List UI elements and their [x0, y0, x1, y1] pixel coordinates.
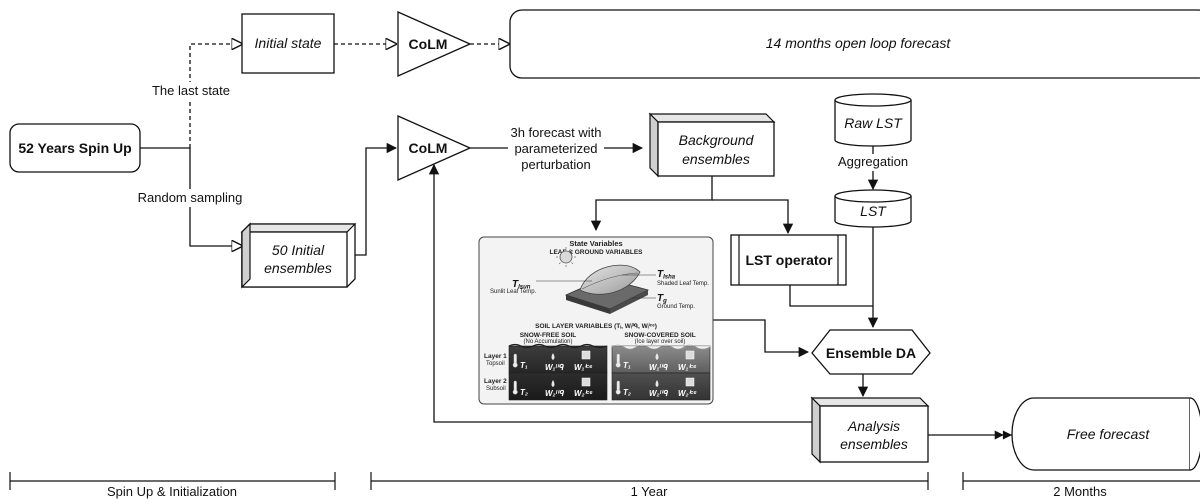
- leaf-icon: [579, 264, 641, 295]
- layer1-label: Layer 1: [484, 353, 507, 360]
- state-title: State Variables: [569, 239, 622, 248]
- w2-liq-snow: W₂ˡⁱᑫ: [649, 389, 668, 398]
- t1-free: T₁: [520, 361, 528, 370]
- edge-background-lstop: [712, 199, 794, 235]
- random-sampling-label: Random sampling: [138, 190, 243, 205]
- soil-title: SOIL LAYER VARIABLES (Tᵢ, Wᵢˡⁱᑫ, Wᵢⁱᶜᵉ): [535, 321, 657, 330]
- forecast-label-line3: perturbation: [521, 157, 590, 172]
- forecast-label-line2: parameterized: [514, 141, 597, 156]
- t2-snow: T₂: [623, 388, 631, 397]
- timeline: [9, 472, 1200, 490]
- layer1-sub: Topsoil: [486, 361, 505, 367]
- aggregation-label: Aggregation: [838, 154, 908, 169]
- node-free-forecast: Free forecast: [1011, 397, 1200, 471]
- t-g-desc: Ground Temp.: [657, 304, 695, 310]
- lst-operator-label: LST operator: [745, 252, 833, 268]
- last-state-label: The last state: [152, 83, 230, 98]
- node-ensemble-da: Ensemble DA: [811, 329, 931, 375]
- snow-free-title: SNOW-FREE SOIL: [520, 332, 577, 339]
- w2-ice-snow: W₂ⁱᶜᵉ: [678, 389, 697, 398]
- node-initial-ensembles: 50 Initial ensembles: [240, 222, 357, 289]
- edge-ensembles-colm: [355, 142, 398, 256]
- background-line1: Background: [679, 132, 755, 148]
- t-lsun-desc: Sunlit Leaf Temp.: [490, 289, 537, 295]
- node-open-loop: 14 months open loop forecast: [509, 9, 1200, 79]
- t-lsha-desc: Shaded Leaf Temp.: [657, 281, 709, 287]
- node-lst-operator: LST operator: [730, 234, 847, 286]
- droplet-icon: [551, 353, 659, 387]
- analysis-line2: ensembles: [840, 436, 908, 452]
- node-analysis-ensembles: Analysis ensembles: [810, 396, 930, 464]
- layer2-sub: Subsoil: [486, 386, 506, 392]
- edge-analysis-colm: [428, 163, 812, 423]
- colm-top-label: CoLM: [409, 36, 448, 52]
- timeline-one-year: 1 Year: [631, 484, 669, 499]
- w2-liq-free: W₂ˡⁱᑫ: [545, 389, 564, 398]
- w1-liq-free: W₁ˡⁱᑫ: [545, 363, 564, 372]
- edge-state-da: [713, 319, 810, 358]
- layer2-label: Layer 2: [484, 378, 507, 385]
- sun-icon: [556, 247, 576, 267]
- t-lsun: Tlsun: [512, 279, 531, 291]
- initial-ensembles-line1: 50 Initial: [272, 242, 325, 258]
- edge-labels: The last state Random sampling 3h foreca…: [132, 82, 916, 207]
- node-lst: LST: [834, 189, 912, 228]
- t-lsha: Tlsha: [657, 269, 676, 281]
- state-variables-panel: State Variables LEAF & GROUND VARIABLES: [478, 236, 714, 405]
- node-initial-state: Initial state: [241, 13, 335, 74]
- open-loop-label: 14 months open loop forecast: [766, 35, 952, 51]
- background-line2: ensembles: [682, 151, 750, 167]
- snow-covered-soil-block: [611, 344, 711, 401]
- colm-mid-label: CoLM: [409, 140, 448, 156]
- node-colm-top: CoLM: [397, 10, 472, 78]
- node-background-ensembles: Background ensembles: [648, 112, 776, 178]
- t-g: Tg: [657, 293, 667, 305]
- w2-ice-free: W₂ⁱᶜᵉ: [574, 389, 593, 398]
- initial-state-label: Initial state: [255, 35, 322, 51]
- node-colm-mid: CoLM: [397, 114, 472, 182]
- node-raw-lst: Raw LST: [834, 93, 912, 147]
- timeline-spin-up: Spin Up & Initialization: [107, 484, 237, 499]
- w1-ice-snow: W₁ⁱᶜᵉ: [678, 363, 697, 372]
- t2-free: T₂: [520, 388, 528, 397]
- lst-label: LST: [860, 203, 887, 219]
- raw-lst-label: Raw LST: [844, 115, 903, 131]
- forecast-label-line1: 3h forecast with: [510, 125, 601, 140]
- spin-up-label: 52 Years Spin Up: [18, 140, 131, 156]
- snow-covered-sub: (Ice layer over soil): [635, 339, 686, 345]
- t1-snow: T₁: [623, 361, 631, 370]
- w1-liq-snow: W₁ˡⁱᑫ: [649, 363, 668, 372]
- leaf-ground-title: LEAF & GROUND VARIABLES: [549, 249, 643, 256]
- timeline-two-months: 2 Months: [1053, 484, 1107, 499]
- free-forecast-label: Free forecast: [1067, 426, 1151, 442]
- ice-cube-icon: [581, 350, 695, 387]
- node-spin-up: 52 Years Spin Up: [9, 123, 141, 173]
- edges: [140, 44, 1012, 440]
- thermometer-icon: [512, 353, 621, 395]
- edge-background-split: [590, 176, 713, 232]
- edge-lstop-da: [789, 285, 873, 307]
- snow-covered-title: SNOW-COVERED SOIL: [624, 332, 695, 339]
- initial-ensembles-line2: ensembles: [264, 260, 332, 276]
- w1-ice-free: W₁ⁱᶜᵉ: [574, 363, 593, 372]
- ensemble-da-label: Ensemble DA: [826, 345, 916, 361]
- snow-free-sub: (No Accumulation): [523, 339, 572, 345]
- snow-free-soil-block: [508, 343, 608, 401]
- analysis-line1: Analysis: [847, 418, 900, 434]
